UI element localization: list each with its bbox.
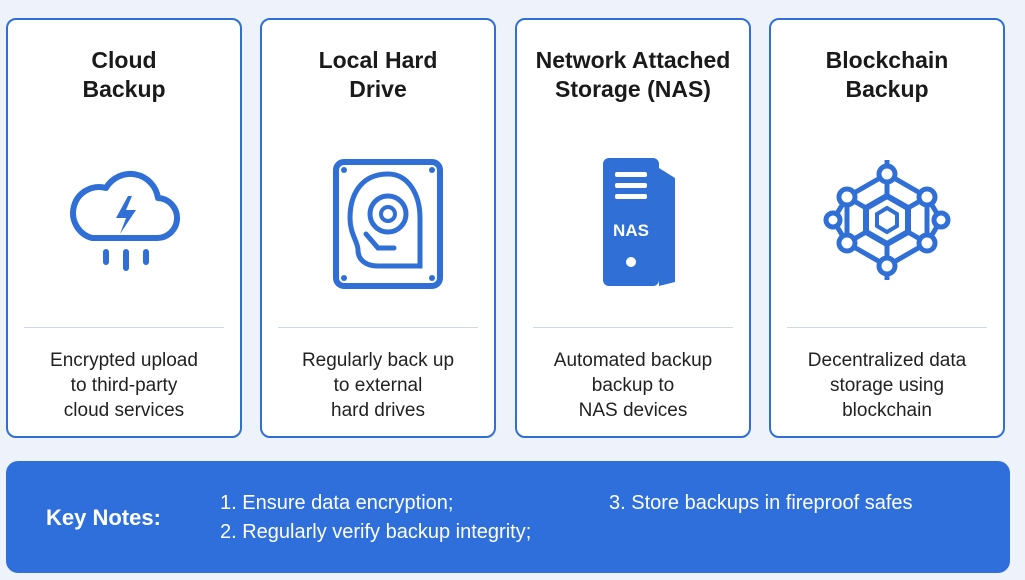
hard-drive-icon — [333, 159, 443, 289]
card-nas: Network Attached Storage (NAS) NAS Autom… — [515, 18, 751, 438]
card-title: Blockchain Backup — [825, 47, 949, 102]
key-note-item: 1. Ensure data encryption; — [220, 492, 454, 514]
nas-label: NAS — [613, 221, 649, 240]
card-description: Decentralized data storage using blockch… — [807, 350, 967, 421]
card-title: Network Attached Storage (NAS) — [535, 47, 731, 102]
key-notes-label: Key Notes: — [46, 505, 161, 530]
key-notes-list: 1. Ensure data encryption; 2. Regularly … — [220, 489, 531, 547]
cloud-lightning-icon — [70, 170, 181, 271]
card-cloud-backup: Cloud Backup Encrypted upload to third-p… — [6, 18, 242, 438]
card-description: Automated backup backup to NAS devices — [553, 350, 713, 421]
card-description: Regularly back up to external hard drive… — [301, 350, 455, 421]
card-divider — [24, 327, 224, 328]
card-divider — [533, 327, 733, 328]
card-title: Local Hard Drive — [318, 47, 438, 102]
nas-server-icon: NAS — [603, 158, 675, 286]
card-blockchain-backup: Blockchain Backup — [769, 18, 1005, 438]
key-note-item: 3. Store backups in fireproof safes — [609, 492, 913, 514]
key-note-item: 2. Regularly verify backup integrity; — [220, 521, 532, 543]
card-divider — [787, 327, 987, 328]
card-divider — [278, 327, 478, 328]
backup-methods: Cloud Backup Encrypted upload to third-p… — [6, 18, 1010, 440]
card-local-hard-drive: Local Hard Drive Regularly back up to ex… — [260, 18, 496, 438]
key-notes-panel: Key Notes: 1. Ensure data encryption; 2.… — [6, 461, 1010, 573]
card-title: Cloud Backup — [82, 47, 166, 102]
card-description: Encrypted upload to third-party cloud se… — [50, 350, 198, 421]
blockchain-network-icon — [823, 160, 951, 280]
